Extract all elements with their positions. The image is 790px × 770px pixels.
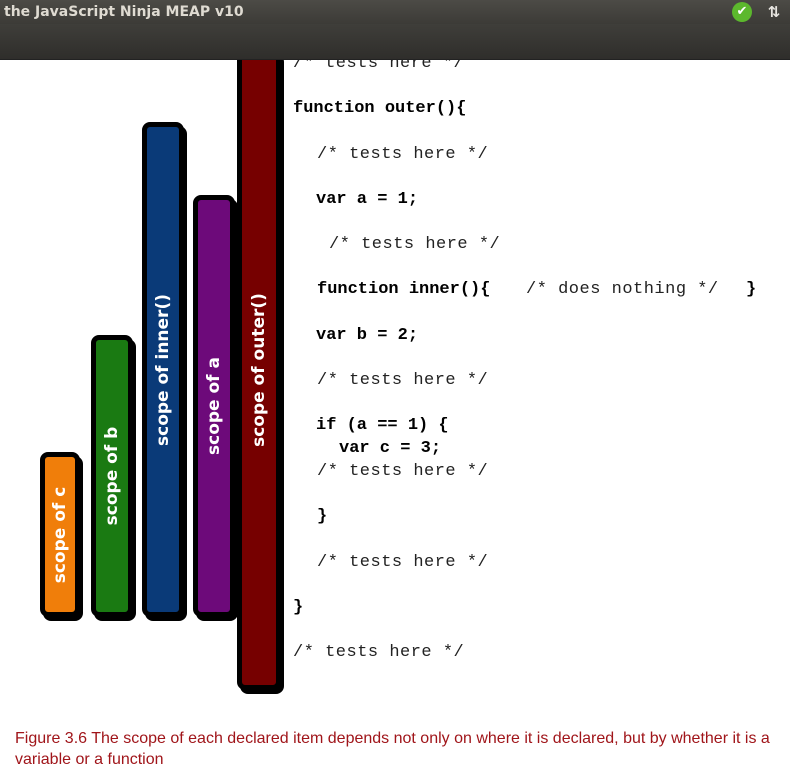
scope-bar-outer: scope of outer() bbox=[237, 60, 281, 690]
code-line-2: /* tests here */ bbox=[317, 145, 489, 164]
code-line-8: if (a == 1) { bbox=[316, 416, 449, 435]
code-line-5a: function inner(){ bbox=[317, 280, 491, 299]
scope-bar-inner: scope of inner() bbox=[142, 122, 184, 617]
code-line-10: /* tests here */ bbox=[317, 462, 489, 481]
code-line-13: } bbox=[293, 598, 304, 617]
update-check-icon[interactable]: ✔ bbox=[732, 2, 752, 22]
code-line-12: /* tests here */ bbox=[317, 553, 489, 572]
caption-line-1: Figure 3.6 The scope of each declared it… bbox=[15, 730, 770, 747]
scope-label-inner: scope of inner() bbox=[153, 293, 173, 446]
toolbar bbox=[0, 24, 790, 60]
scope-bar-b: scope of b bbox=[91, 335, 133, 617]
code-line-6: var b = 2; bbox=[316, 326, 419, 345]
code-line-11: } bbox=[317, 507, 328, 526]
code-line-3: var a = 1; bbox=[316, 190, 419, 209]
scope-label-a: scope of a bbox=[204, 357, 224, 455]
scope-label-c: scope of c bbox=[50, 486, 70, 583]
code-line-7: /* tests here */ bbox=[317, 371, 489, 390]
code-line-0: /* tests here */ bbox=[293, 60, 465, 73]
code-line-14: /* tests here */ bbox=[293, 643, 465, 662]
scope-label-b: scope of b bbox=[102, 426, 122, 526]
caption-line-2: variable or a function bbox=[15, 751, 164, 768]
code-line-4: /* tests here */ bbox=[329, 235, 501, 254]
figure-caption: Figure 3.6 The scope of each declared it… bbox=[15, 728, 790, 770]
window-title: the JavaScript Ninja MEAP v10 bbox=[4, 4, 244, 20]
code-line-1: function outer(){ bbox=[293, 99, 467, 118]
code-line-5c: } bbox=[746, 280, 757, 299]
window-titlebar: the JavaScript Ninja MEAP v10 ✔ ⇅ bbox=[0, 0, 790, 24]
scope-figure: scope of c scope of b scope of inner() s… bbox=[0, 60, 790, 700]
code-line-9: var c = 3; bbox=[339, 439, 442, 458]
network-icon[interactable]: ⇅ bbox=[767, 3, 781, 21]
scope-label-outer: scope of outer() bbox=[249, 293, 269, 447]
scope-bar-c: scope of c bbox=[40, 452, 80, 617]
scope-bar-a: scope of a bbox=[193, 195, 235, 617]
code-line-5b: /* does nothing */ bbox=[526, 280, 719, 299]
